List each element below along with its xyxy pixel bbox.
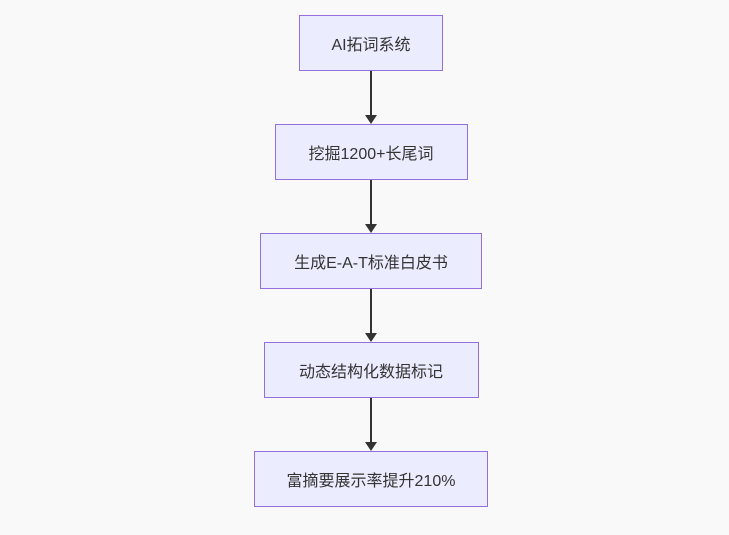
arrow-head-icon	[365, 442, 377, 451]
flow-node-dynamic-structured-data-markup: 动态结构化数据标记	[263, 342, 479, 398]
flowchart: AI拓词系统 挖掘1200+长尾词 生成E-A-T标准白皮书 动态结构化数据标记…	[254, 15, 488, 507]
arrow-line	[370, 180, 372, 224]
flow-node-mine-longtail-keywords: 挖掘1200+长尾词	[274, 124, 468, 180]
flow-node-rich-snippet-rate-increase: 富摘要展示率提升210%	[254, 451, 488, 507]
arrow-line	[370, 71, 372, 115]
flow-arrow-2	[365, 180, 377, 233]
arrow-head-icon	[365, 115, 377, 124]
flow-node-ai-word-expansion-system: AI拓词系统	[299, 15, 443, 71]
arrow-head-icon	[365, 224, 377, 233]
flow-arrow-3	[365, 289, 377, 342]
arrow-line	[370, 289, 372, 333]
flow-arrow-4	[365, 398, 377, 451]
flow-arrow-1	[365, 71, 377, 124]
arrow-line	[370, 398, 372, 442]
flow-node-generate-eat-whitepaper: 生成E-A-T标准白皮书	[260, 233, 482, 289]
arrow-head-icon	[365, 333, 377, 342]
